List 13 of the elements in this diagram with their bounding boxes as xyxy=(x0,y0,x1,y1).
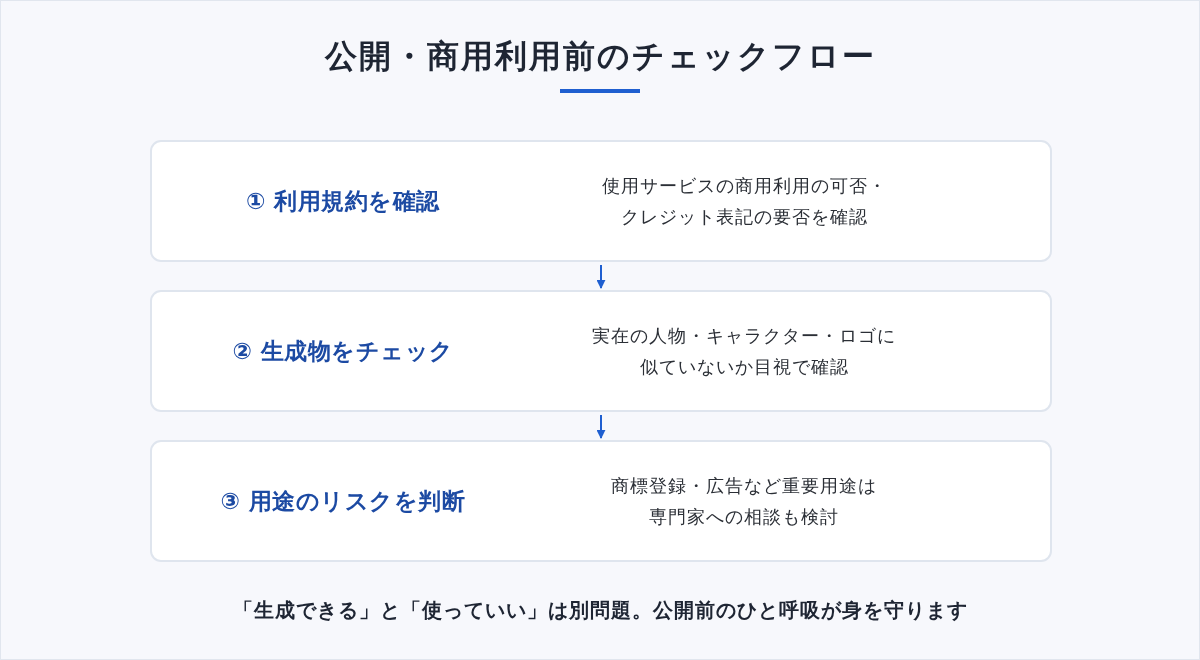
arrow xyxy=(596,414,606,439)
step-box xyxy=(150,140,1052,262)
step-box xyxy=(150,440,1052,562)
caption: 「生成できる」と「使っていい」は別問題。公開前のひと呼吸が身を守ります xyxy=(232,597,968,624)
arrow xyxy=(596,264,606,289)
step-heading: ② 生成物をチェック xyxy=(232,337,454,366)
step-description: 使用サービスの商用利用の可否・クレジット表記の要否を確認 xyxy=(600,174,888,229)
step-description: 実在の人物・キャラクター・ロゴに似ていないか目視で確認 xyxy=(591,324,897,379)
step-heading: ③ 用途のリスクを判断 xyxy=(220,487,466,516)
title: 公開・商用利用前のチェックフロー xyxy=(324,36,876,77)
step-heading: ① 利用規約を確認 xyxy=(246,187,440,216)
step-description: 商標登録・広告など重要用途は専門家への相談も検討 xyxy=(610,474,878,529)
step-box xyxy=(150,290,1052,412)
